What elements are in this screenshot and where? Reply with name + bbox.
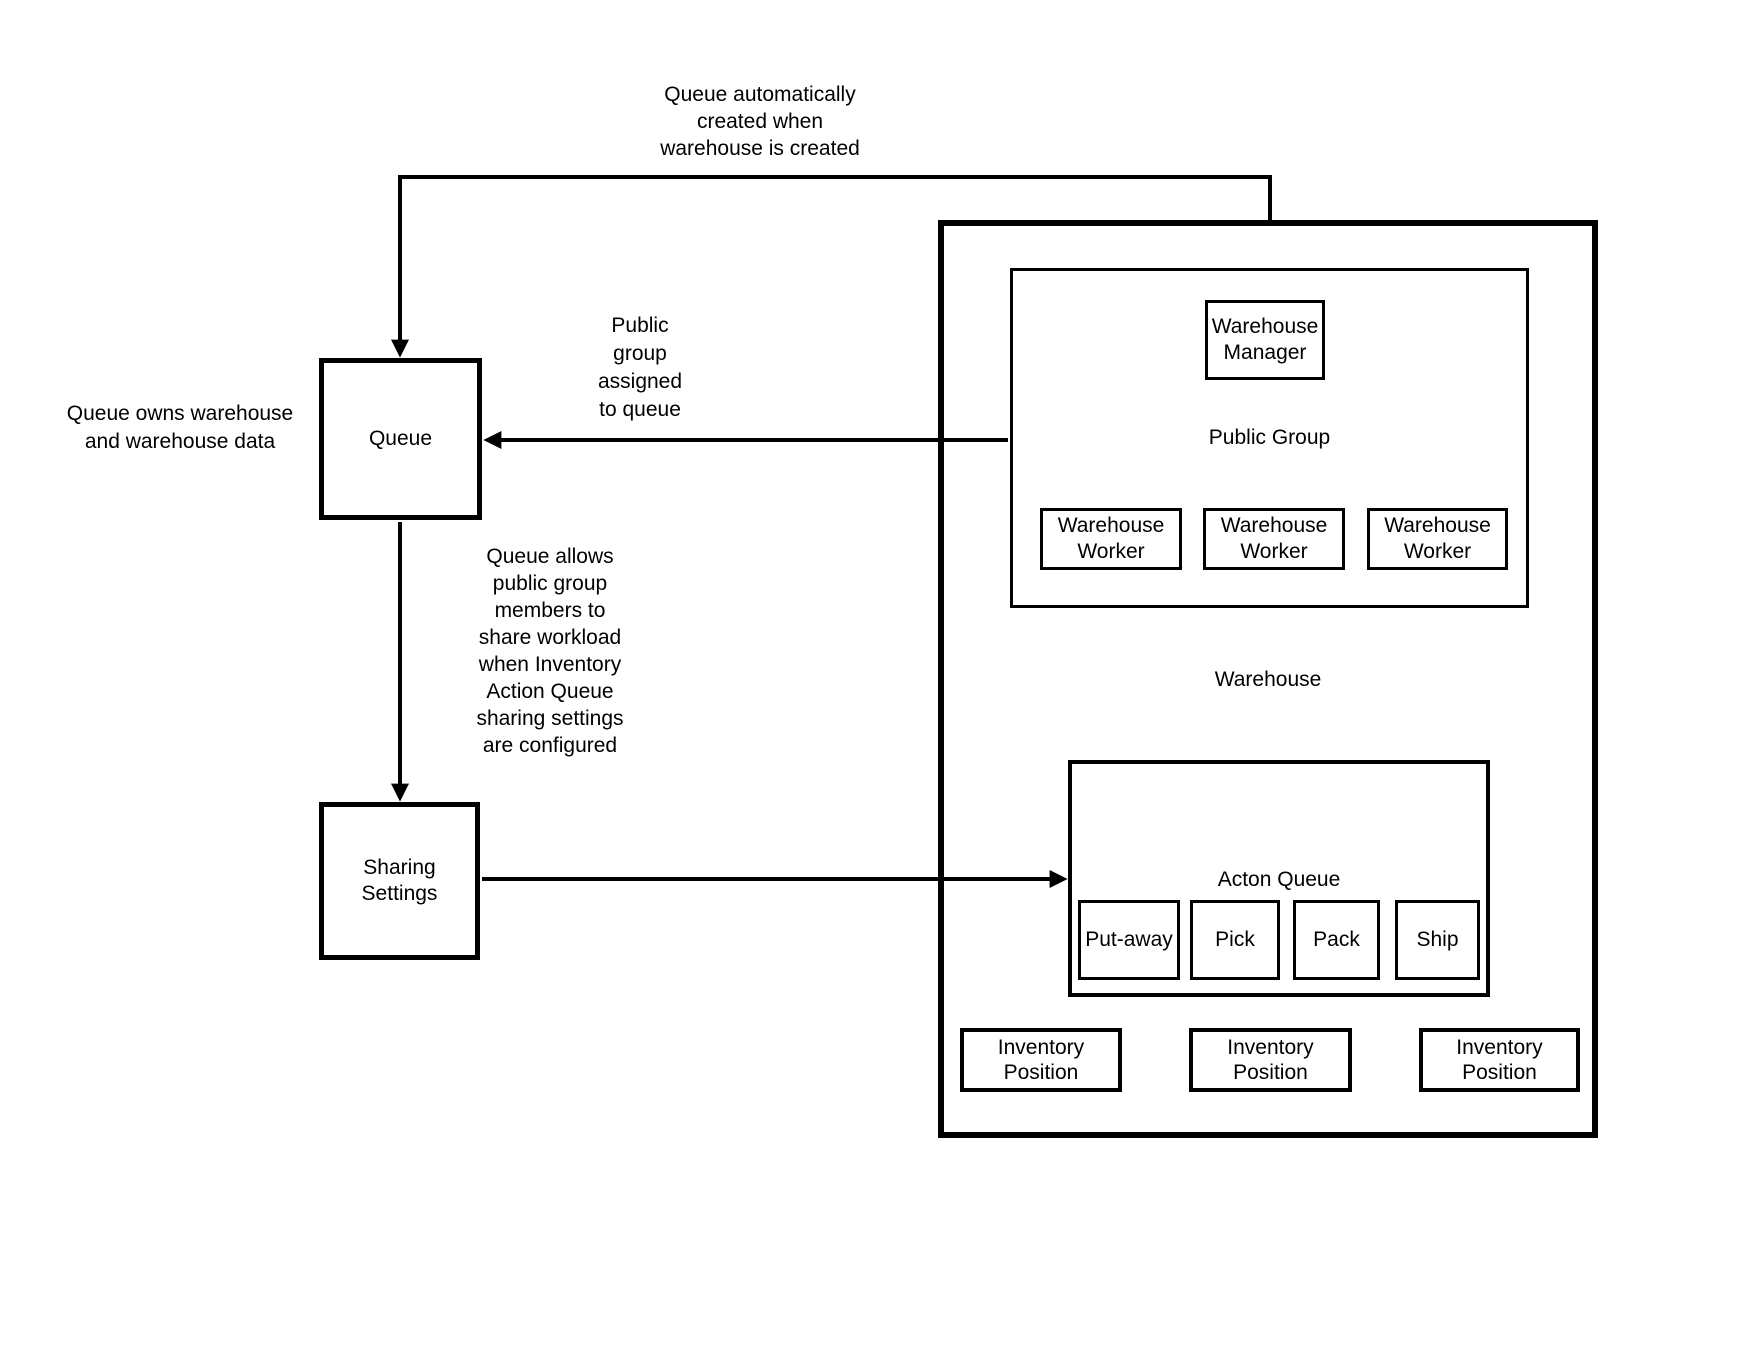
warehouse-manager-box: Warehouse Manager <box>1205 300 1325 380</box>
annotation-queue-allows: Queue allows public group members to sha… <box>476 545 624 757</box>
warehouse-label: Warehouse <box>1214 668 1322 691</box>
annotation-auto-created: Queue automatically created when warehou… <box>660 83 860 160</box>
annotation-queue-owns: Queue owns warehouse and warehouse data <box>66 402 294 453</box>
action-step-ship-box: Ship <box>1395 900 1480 980</box>
public-group-label: Public Group <box>1208 426 1331 449</box>
action-step-putaway-box: Put-away <box>1078 900 1180 980</box>
sharing-settings-box: Sharing Settings <box>319 802 480 960</box>
queue-box: Queue <box>319 358 482 520</box>
warehouse-worker-box-2: Warehouse Worker <box>1203 508 1345 570</box>
action-queue-box <box>1068 760 1490 997</box>
warehouse-worker-box-3: Warehouse Worker <box>1367 508 1508 570</box>
inventory-position-box-2: Inventory Position <box>1189 1028 1352 1092</box>
warehouse-worker-box-1: Warehouse Worker <box>1040 508 1182 570</box>
annotation-public-group-assigned: Public group assigned to queue <box>597 314 683 421</box>
action-step-pick-box: Pick <box>1190 900 1280 980</box>
action-queue-label: Acton Queue <box>1217 868 1341 891</box>
inventory-position-box-3: Inventory Position <box>1419 1028 1580 1092</box>
action-step-pack-box: Pack <box>1293 900 1380 980</box>
inventory-position-box-1: Inventory Position <box>960 1028 1122 1092</box>
